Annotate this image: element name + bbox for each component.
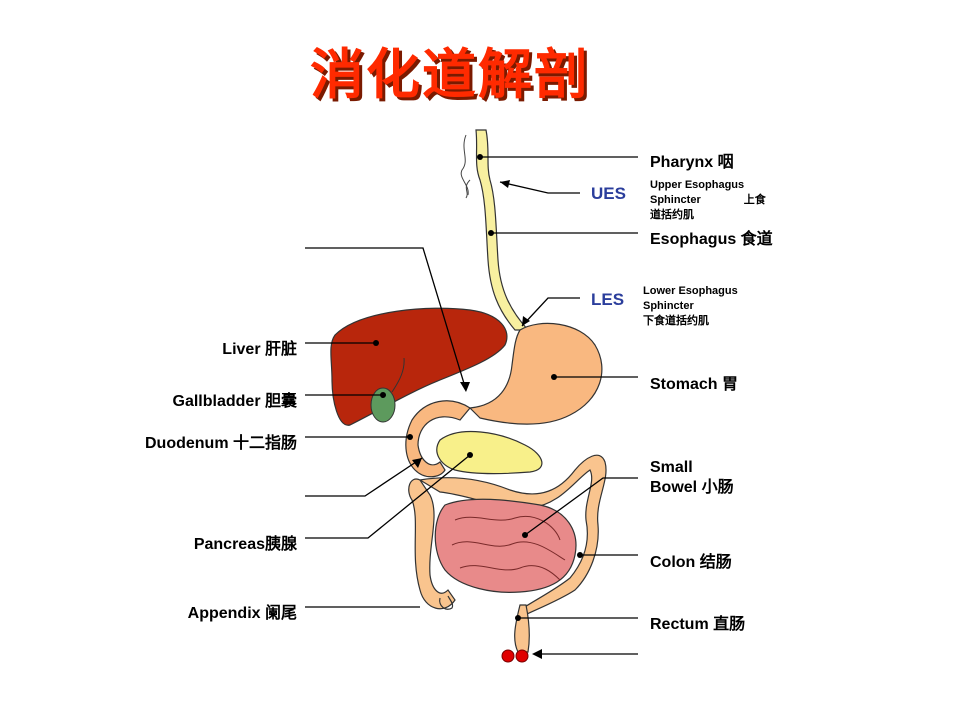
leader-unlabeled bbox=[305, 457, 423, 497]
leader-pancreas bbox=[305, 454, 471, 539]
leader-top-left bbox=[305, 247, 467, 391]
pancreas-shape bbox=[436, 430, 543, 475]
gallbladder-shape bbox=[370, 387, 396, 423]
label-liver: Liver 肝脏 bbox=[222, 341, 297, 358]
mouth-outline bbox=[465, 179, 471, 199]
label-esophagus: Esophagus 食道 bbox=[650, 231, 773, 248]
ues-desc-line4: 道括约肌 bbox=[650, 209, 694, 221]
label-colon: Colon 结肠 bbox=[650, 554, 732, 571]
dot-rectum bbox=[515, 615, 521, 621]
label-les: LES bbox=[591, 290, 625, 309]
les-desc-line2: Sphincter bbox=[643, 300, 694, 312]
label-ues-desc: Upper Esophagus Sphincter 上食 道括约肌 bbox=[650, 178, 770, 223]
dot-liver bbox=[373, 340, 379, 346]
les-desc-line1: Lower Esophagus bbox=[643, 285, 738, 297]
leader-small-bowel bbox=[524, 477, 638, 536]
esophagus-shape bbox=[475, 129, 530, 331]
label-pharynx: Pharynx 咽 bbox=[650, 154, 734, 171]
bile-duct bbox=[391, 357, 405, 393]
label-appendix: Appendix 阑尾 bbox=[187, 605, 297, 622]
ues-desc-line1: Upper Esophagus bbox=[650, 179, 745, 191]
appendix-shape bbox=[439, 595, 454, 610]
colon-shape bbox=[408, 478, 456, 610]
small-intestine-folds bbox=[451, 516, 566, 581]
arrowhead-anus bbox=[532, 649, 542, 659]
small-bowel-line2: Bowel 小肠 bbox=[650, 479, 734, 496]
transverse-colon bbox=[418, 454, 607, 616]
label-small-bowel: Small Bowel 小肠 bbox=[650, 458, 734, 498]
arrowhead-top-left bbox=[460, 382, 470, 392]
label-duodenum: Duodenum 十二指肠 bbox=[145, 435, 297, 452]
dot-small-bowel bbox=[522, 532, 528, 538]
leader-les bbox=[521, 297, 580, 327]
ues-desc-line3: 上食 bbox=[743, 194, 766, 206]
anus-marker-left bbox=[501, 649, 515, 663]
dot-colon bbox=[577, 552, 583, 558]
dot-pancreas bbox=[467, 452, 473, 458]
dot-esophagus bbox=[488, 230, 494, 236]
stomach-shape bbox=[468, 322, 603, 425]
ues-desc-line2: Sphincter bbox=[650, 194, 701, 206]
page-title: 消化道解剖 bbox=[310, 43, 590, 106]
dot-stomach bbox=[551, 374, 557, 380]
les-desc-line3: 下食道括约肌 bbox=[643, 315, 709, 327]
anus-marker-right bbox=[515, 649, 529, 663]
label-ues: UES bbox=[591, 184, 626, 203]
pharynx-outline bbox=[460, 134, 469, 196]
dot-gallbladder bbox=[380, 392, 386, 398]
label-pancreas: Pancreas胰腺 bbox=[193, 536, 297, 553]
arrowhead-ues bbox=[500, 180, 510, 188]
label-rectum: Rectum 直肠 bbox=[650, 616, 746, 633]
label-gallbladder: Gallbladder 胆囊 bbox=[172, 393, 297, 410]
rectum-shape bbox=[514, 604, 530, 653]
label-stomach: Stomach 胃 bbox=[650, 376, 739, 393]
dot-duodenum bbox=[407, 434, 413, 440]
label-les-desc: Lower Esophagus Sphincter 下食道括约肌 bbox=[643, 284, 773, 329]
arrowhead-les bbox=[522, 316, 530, 326]
dot-pharynx bbox=[477, 154, 483, 160]
arrowhead-unlabeled bbox=[412, 458, 422, 468]
duodenum-shape bbox=[405, 400, 471, 478]
leader-ues bbox=[499, 181, 580, 194]
small-bowel-line1: Small bbox=[650, 459, 693, 476]
